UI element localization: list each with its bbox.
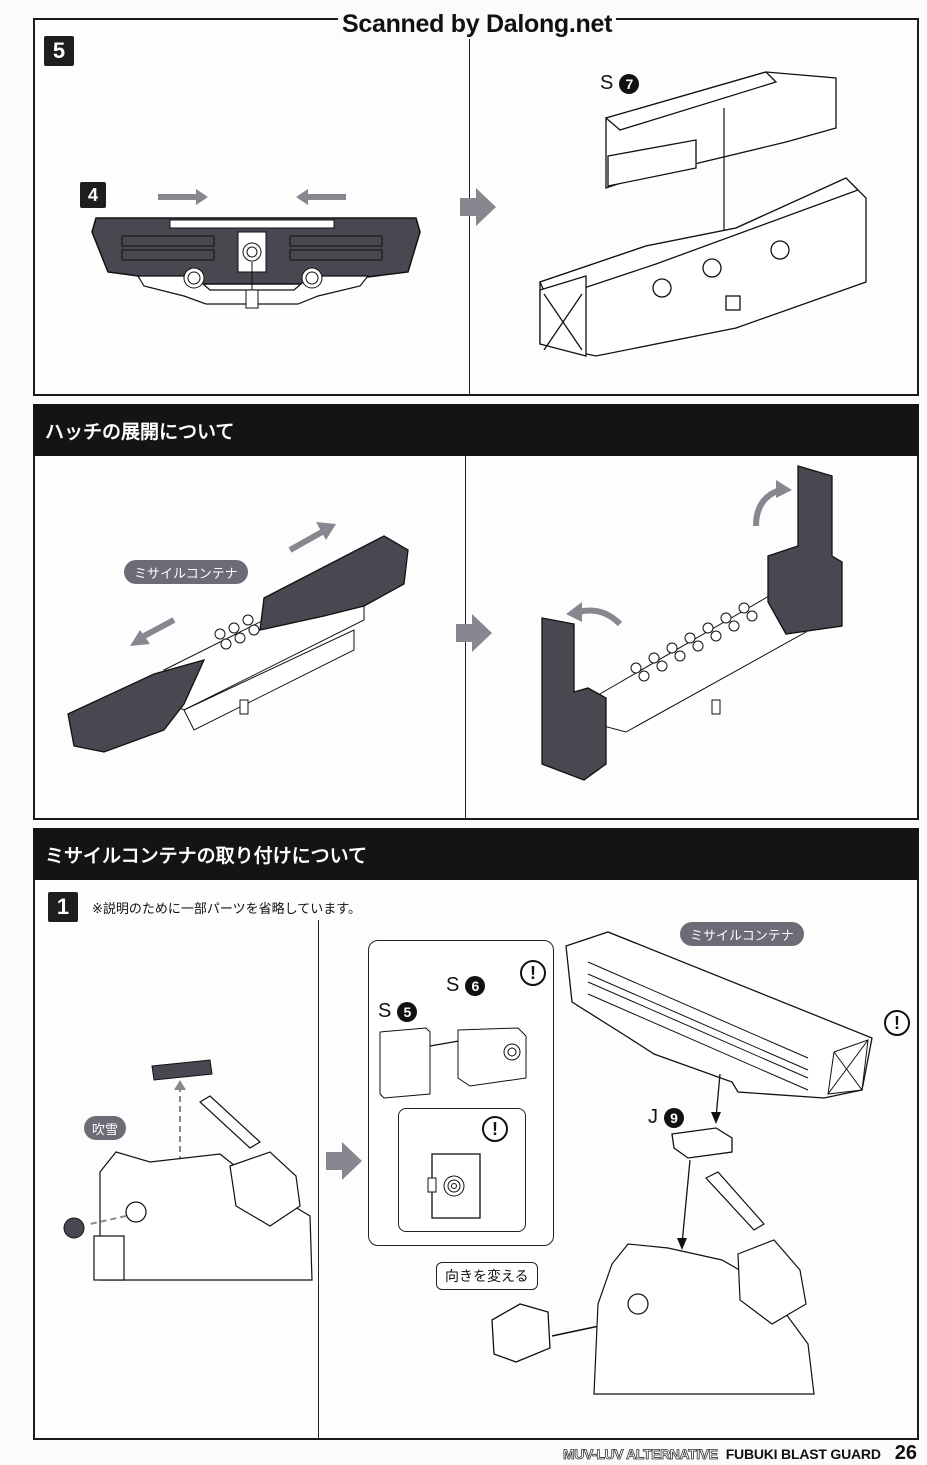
container-closed-drawing xyxy=(67,522,409,753)
container-assembly-drawing xyxy=(539,71,867,357)
container-open-drawing xyxy=(541,465,843,781)
part-letter: S xyxy=(446,974,460,996)
step-5-badge: 5 xyxy=(44,36,74,66)
part-number-badge: 6 xyxy=(465,975,486,996)
page-number: 26 xyxy=(894,1442,917,1464)
watermark: Scanned by Dalong.net xyxy=(338,10,617,39)
part-number-badge: 7 xyxy=(619,73,640,94)
slide-upright-arrow xyxy=(288,522,336,553)
part-letter: S xyxy=(600,72,614,94)
part-number-badge: 9 xyxy=(664,1107,684,1128)
s6-rotated-detail xyxy=(427,1153,481,1219)
missile-container-label-2: ミサイルコンテナ xyxy=(680,922,804,946)
warning-icon: ! xyxy=(520,960,546,986)
fubuki-label: 吹雪 xyxy=(84,1116,127,1140)
slide-downleft-arrow xyxy=(130,617,176,646)
part-label-j9: J 9 xyxy=(648,1106,684,1129)
step-4-badge: 4 xyxy=(80,182,106,208)
part-label-s7: S 7 xyxy=(600,72,640,95)
part-number-badge: 5 xyxy=(397,1001,418,1022)
part-letter: S xyxy=(378,1000,392,1022)
slide-right-arrow xyxy=(158,189,208,205)
attach-section-header: ミサイルコンテナの取り付けについて xyxy=(33,828,919,880)
s5-s6-parts-drawing xyxy=(379,1027,527,1099)
warning-icon: ! xyxy=(482,1116,508,1142)
fubuki-torso-drawing xyxy=(63,1059,313,1281)
footer-product-title: FUBUKI BLAST GUARD xyxy=(725,1446,881,1462)
missile-container-label: ミサイルコンテナ xyxy=(124,560,248,584)
attach-transition-arrow xyxy=(326,1142,362,1180)
omission-note: ※説明のために一部パーツを省略しています。 xyxy=(92,902,361,917)
footer: MUV-LUV ALTERNATIVE FUBUKI BLAST GUARD 2… xyxy=(563,1442,917,1464)
warning-icon: ! xyxy=(884,1010,910,1036)
step5-transition-arrow xyxy=(460,188,496,226)
step-1-badge: 1 xyxy=(48,892,78,922)
j9-part-and-robot xyxy=(593,1127,815,1395)
hatch-transition-arrow xyxy=(456,614,492,652)
hatch-open-arrow-right xyxy=(753,480,792,527)
part-label-s6: S 6 xyxy=(446,974,486,997)
rotate-note: 向きを変える xyxy=(436,1262,538,1290)
footer-series-logo: MUV-LUV ALTERNATIVE xyxy=(562,1446,719,1463)
attach-divider xyxy=(318,920,319,1438)
part-label-s5: S 5 xyxy=(378,1000,418,1023)
hatch-part-bottom-view xyxy=(91,189,421,309)
hatch-section-header: ハッチの展開について xyxy=(33,404,919,456)
container-side-drawing xyxy=(565,931,873,1124)
part-letter: J xyxy=(648,1106,658,1128)
slide-left-arrow xyxy=(296,189,346,205)
hatch-open-arrow-left xyxy=(566,602,623,627)
